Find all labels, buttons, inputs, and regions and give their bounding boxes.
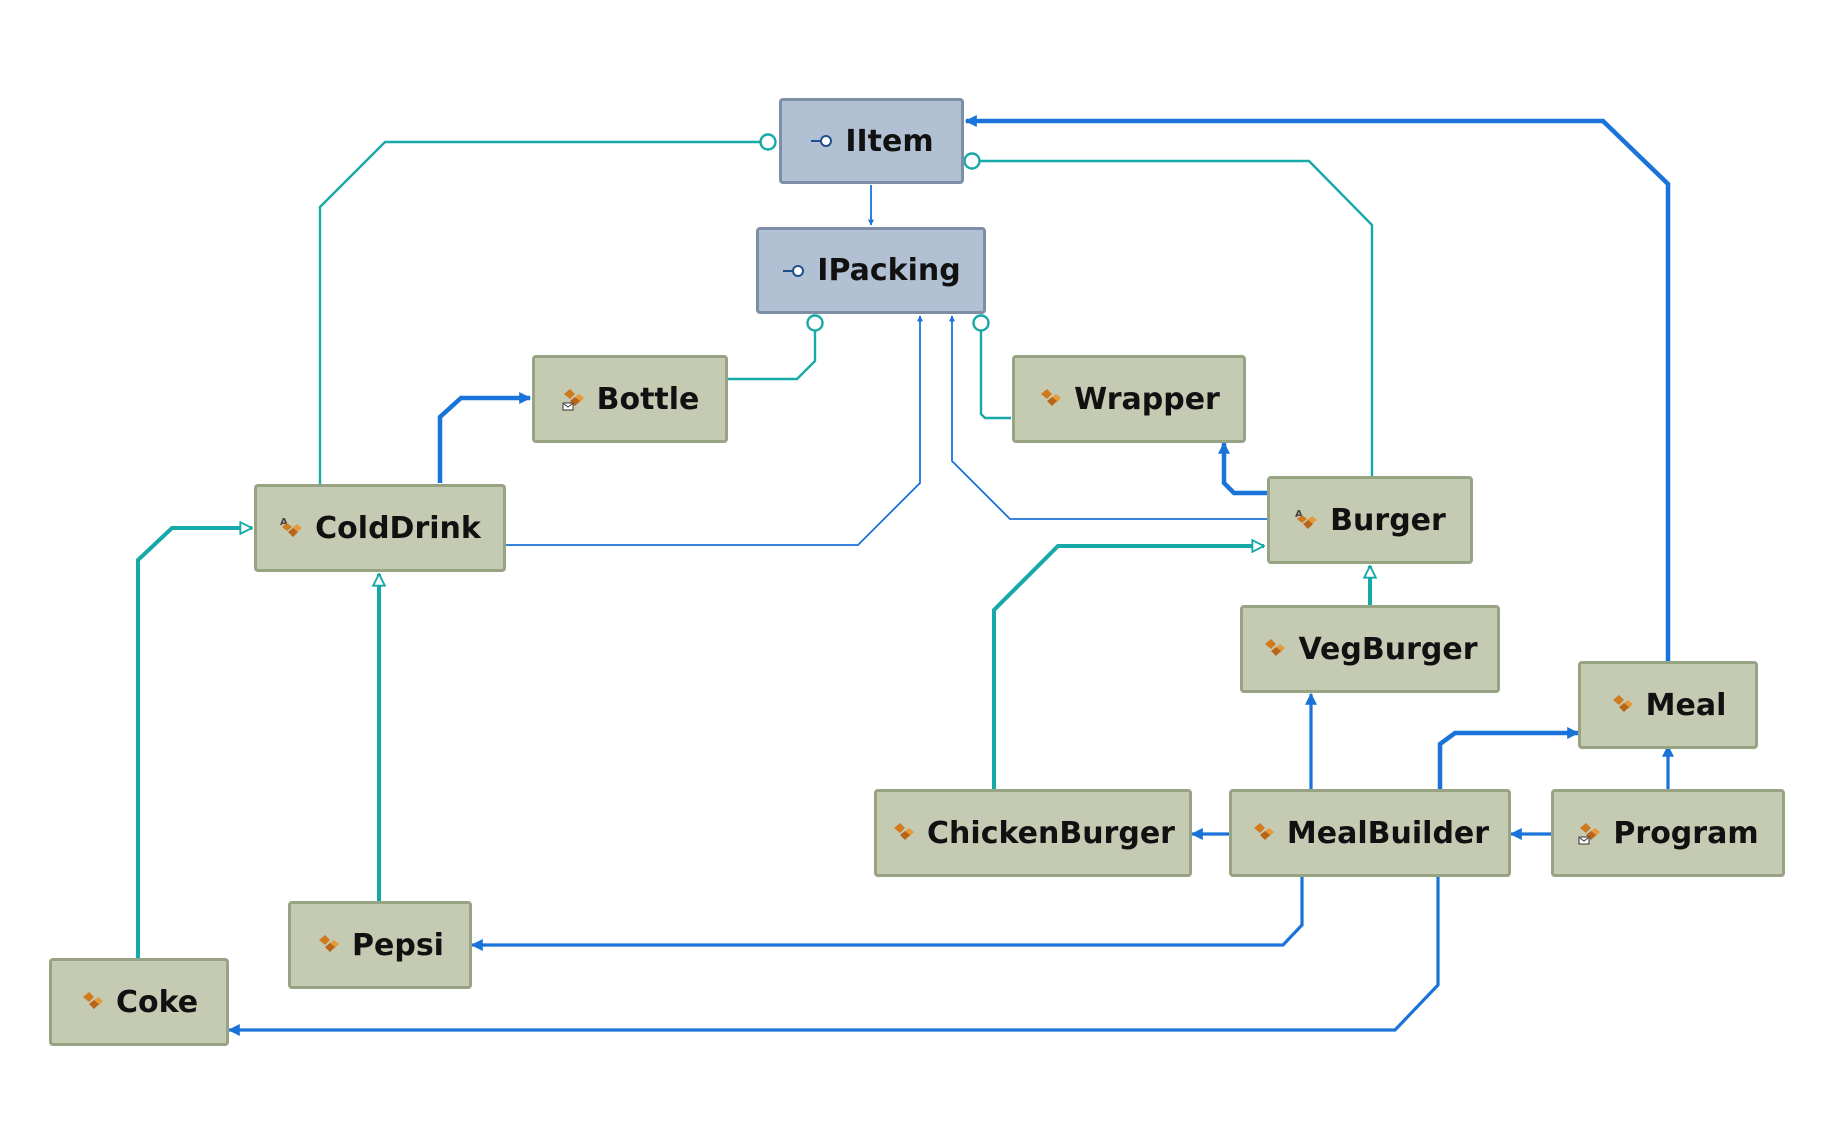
edge-burger-iitem xyxy=(980,159,1374,477)
node-label: Burger xyxy=(1330,502,1446,538)
association-lines xyxy=(227,692,1674,1036)
edge-burger-ipacking xyxy=(949,315,1268,520)
node-label: Wrapper xyxy=(1074,381,1220,417)
node-label: Meal xyxy=(1645,687,1727,723)
class-icon xyxy=(891,820,917,846)
node-mealbuilder[interactable]: MealBuilder xyxy=(1229,789,1511,877)
thin-association-lines xyxy=(506,185,1268,546)
node-iitem[interactable]: IItem xyxy=(779,98,964,184)
lollipop-colddrink-iitem xyxy=(759,133,777,151)
node-chickenburger[interactable]: ChickenBurger xyxy=(874,789,1192,877)
realization-lines xyxy=(318,133,1374,486)
interface-icon xyxy=(781,258,807,284)
edge-mealbuilder-pepsi xyxy=(470,877,1304,951)
edge-mealbuilder-meal xyxy=(1437,727,1580,789)
edge-colddrink-iitem xyxy=(318,140,760,486)
node-program[interactable]: Program xyxy=(1551,789,1785,877)
abstract-class-icon: A xyxy=(1294,507,1320,533)
edge-chickenburger-burger xyxy=(992,546,1264,789)
edge-meal-iitem xyxy=(964,115,1671,662)
class-icon xyxy=(1610,692,1636,718)
edge-mealbuilder-coke xyxy=(227,877,1440,1036)
edge-colddrink-ipacking xyxy=(506,315,923,546)
node-burger[interactable]: A Burger xyxy=(1267,476,1473,564)
edge-wrapper-ipacking xyxy=(979,331,1011,420)
class-icon xyxy=(1038,386,1064,412)
lollipop-bottle-ipacking xyxy=(806,314,824,332)
svg-text:A: A xyxy=(280,517,288,528)
node-label: Program xyxy=(1613,815,1759,851)
class-icon xyxy=(316,932,342,958)
node-wrapper[interactable]: Wrapper xyxy=(1012,355,1246,443)
lollipop-wrapper-ipacking xyxy=(972,314,990,332)
node-meal[interactable]: Meal xyxy=(1578,661,1758,749)
node-pepsi[interactable]: Pepsi xyxy=(288,901,472,989)
class-icon xyxy=(1262,636,1288,662)
edge-burger-wrapper xyxy=(1218,441,1268,496)
thick-association-lines xyxy=(437,115,1671,789)
generalization-lines xyxy=(136,528,1370,958)
edge-bottle-ipacking xyxy=(727,331,817,381)
node-label: Pepsi xyxy=(352,927,444,963)
node-label: Bottle xyxy=(596,381,700,417)
class-icon xyxy=(1251,820,1277,846)
edge-coke-colddrink xyxy=(136,528,252,958)
class-icon xyxy=(80,989,106,1015)
node-coke[interactable]: Coke xyxy=(49,958,229,1046)
node-label: IPacking xyxy=(817,253,961,288)
abstract-class-icon: A xyxy=(279,515,305,541)
edge-colddrink-bottle xyxy=(437,392,532,483)
node-label: ColdDrink xyxy=(315,510,481,546)
node-ipacking[interactable]: IPacking xyxy=(756,227,986,314)
node-label: IItem xyxy=(845,123,934,159)
lollipop-burger-iitem xyxy=(963,152,981,170)
node-colddrink[interactable]: A ColdDrink xyxy=(254,484,506,572)
svg-text:A: A xyxy=(1295,509,1303,520)
node-label: Coke xyxy=(115,984,199,1020)
node-label: ChickenBurger xyxy=(927,815,1175,851)
sealed-class-icon xyxy=(1577,820,1603,846)
node-vegburger[interactable]: VegBurger xyxy=(1240,605,1500,693)
node-label: MealBuilder xyxy=(1286,815,1490,851)
sealed-class-icon xyxy=(561,386,587,412)
interface-icon xyxy=(809,128,835,154)
node-bottle[interactable]: Bottle xyxy=(532,355,728,443)
node-label: VegBurger xyxy=(1298,631,1478,667)
